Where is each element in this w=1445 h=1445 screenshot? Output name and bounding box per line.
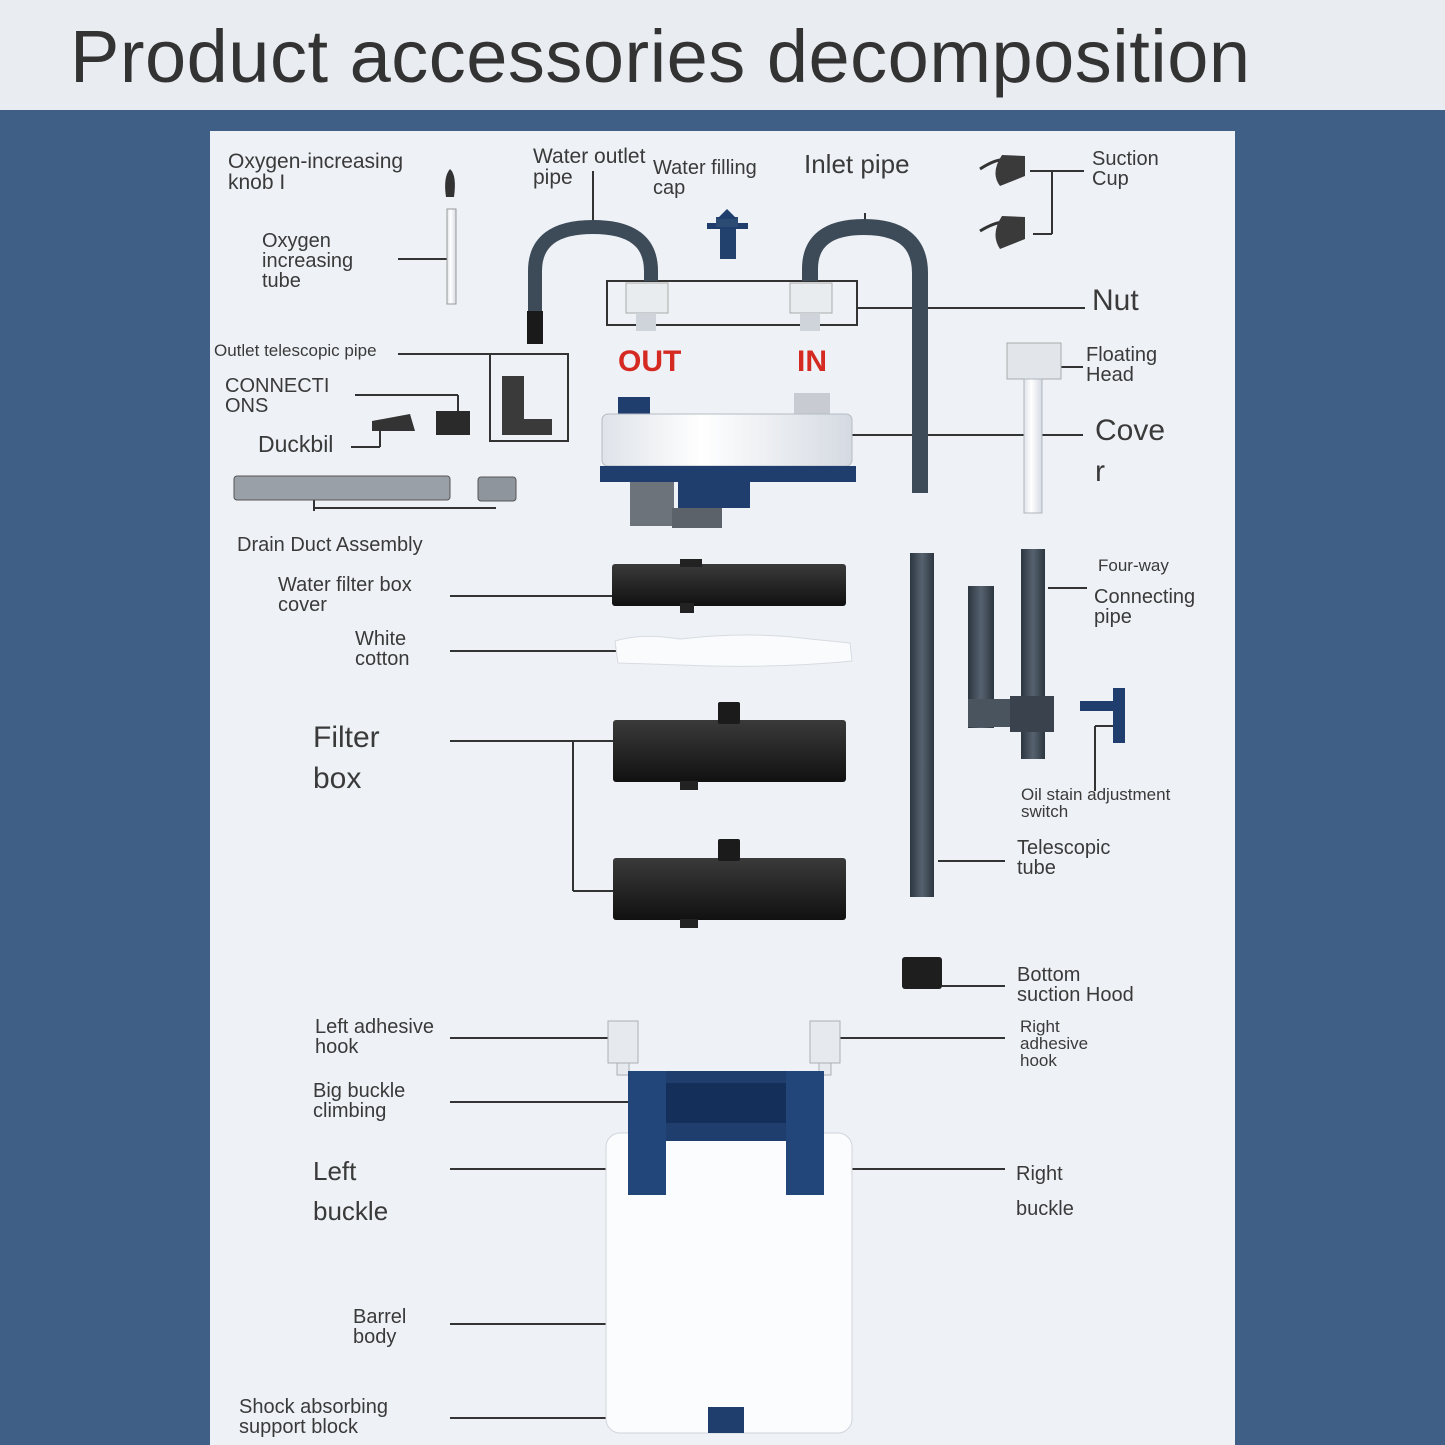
label-duckbill: Duckbil (258, 431, 334, 457)
label-white-cotton: White cotton (355, 628, 410, 670)
label-water-filling-cap: Water filling cap (653, 157, 757, 199)
label-out: OUT (618, 345, 682, 378)
label-drain-duct-assembly: Drain Duct Assembly (237, 534, 423, 556)
label-oxygen-knob: Oxygen-increasing knob I (228, 150, 404, 194)
label-four-way: Four-way (1098, 556, 1169, 575)
telescopic-tube-part (910, 553, 934, 897)
water-cap-part (707, 209, 748, 259)
white-cotton-part (614, 634, 853, 667)
exploded-diagram: Oxygen-increasing knob I Oxygen increasi… (210, 131, 1235, 1445)
adhesive-hooks-part (607, 1020, 841, 1076)
label-cover: Cove r (1095, 414, 1166, 488)
outlet-pipe-part (527, 219, 669, 344)
label-connections: CONNECTI ONS (225, 375, 330, 417)
label-filter-box: Filter box (313, 721, 380, 795)
filter-box-bottom-part (613, 839, 846, 928)
barrel-part (605, 1071, 853, 1434)
inlet-pipe-part (789, 218, 928, 493)
label-in: IN (797, 345, 827, 378)
label-water-outlet-pipe: Water outlet pipe (533, 145, 646, 189)
oxygen-tube-part (445, 169, 457, 305)
suction-cups-part (979, 155, 1025, 249)
label-left-adhesive-hook: Left adhesive hook (315, 1016, 434, 1058)
label-inlet-pipe: Inlet pipe (804, 149, 910, 179)
label-barrel-body: Barrel body (353, 1306, 407, 1348)
label-left-buckle: Left buckle (313, 1156, 389, 1227)
label-nut: Nut (1092, 284, 1139, 317)
label-oil-stain-switch: Oil stain adjustment switch (1021, 785, 1171, 821)
cover-part (600, 393, 856, 528)
title-bar: Product accessories decomposition (0, 0, 1445, 110)
label-telescopic-tube: Telescopic tube (1017, 837, 1111, 879)
floating-head-part (1006, 342, 1062, 514)
label-floating-head: Floating Head (1086, 344, 1158, 386)
label-right-buckle: Right buckle (1016, 1163, 1074, 1220)
page-title: Product accessories decomposition (70, 15, 1251, 98)
bottom-hood-part (902, 957, 942, 989)
label-filter-box-cover: Water filter box cover (278, 574, 412, 616)
connection-parts (233, 376, 552, 502)
label-connecting-pipe: Connecting pipe (1094, 586, 1196, 628)
diagram-drawing (233, 155, 1125, 1434)
label-suction-cup: Suction Cup (1092, 148, 1159, 190)
filter-box-cover-part (612, 559, 846, 613)
label-oxygen-tube: Oxygen increasing tube (262, 230, 354, 292)
filter-box-top-part (613, 702, 846, 790)
label-right-adhesive-hook: Right adhesive hook (1020, 1017, 1089, 1070)
label-outlet-telescopic-pipe: Outlet telescopic pipe (214, 341, 377, 360)
label-big-buckle: Big buckle climbing (313, 1080, 406, 1122)
four-way-pipe-part (968, 549, 1125, 759)
label-shock-absorbing-block: Shock absorbing support block (239, 1396, 388, 1438)
label-bottom-suction-hood: Bottom suction Hood (1017, 964, 1134, 1006)
